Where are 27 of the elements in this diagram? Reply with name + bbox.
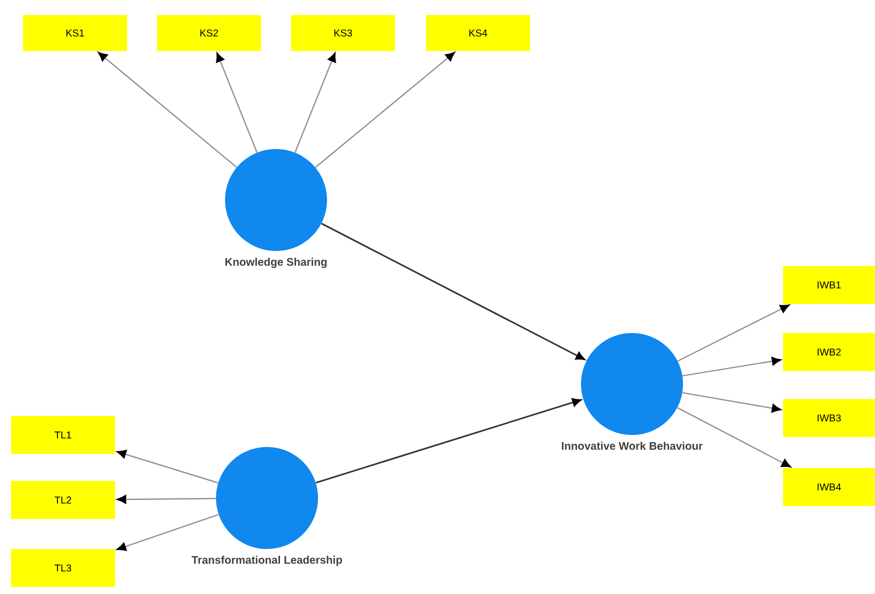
indicator-box: KS2	[157, 15, 261, 51]
arrow	[677, 304, 790, 362]
node-label: Knowledge Sharing	[225, 258, 327, 268]
indicator-box: TL1	[11, 416, 115, 454]
arrow	[116, 450, 218, 484]
indicator-box: IWB1	[783, 266, 875, 304]
arrow	[315, 52, 456, 168]
arrow	[682, 392, 782, 413]
arrow	[682, 356, 782, 376]
indicator-box: TL2	[11, 481, 115, 519]
arrow	[677, 407, 792, 468]
indicator-box: KS3	[291, 15, 395, 51]
arrow	[116, 494, 216, 504]
indicator-box: IWB4	[783, 468, 875, 506]
indicator-box: KS1	[23, 15, 127, 51]
node-label: Innovative Work Behaviour	[562, 442, 703, 450]
arrow	[316, 398, 582, 484]
node-label: Transformational Leadership	[192, 556, 342, 566]
arrow	[216, 52, 258, 153]
indicator-box: IWB2	[783, 333, 875, 371]
indicator-box: KS4	[426, 15, 530, 51]
arrow	[116, 514, 219, 551]
arrow	[321, 222, 585, 360]
arrow	[294, 52, 336, 153]
arrow	[98, 52, 238, 168]
indicator-box: TL3	[11, 549, 115, 587]
indicator-box: IWB3	[783, 399, 875, 437]
